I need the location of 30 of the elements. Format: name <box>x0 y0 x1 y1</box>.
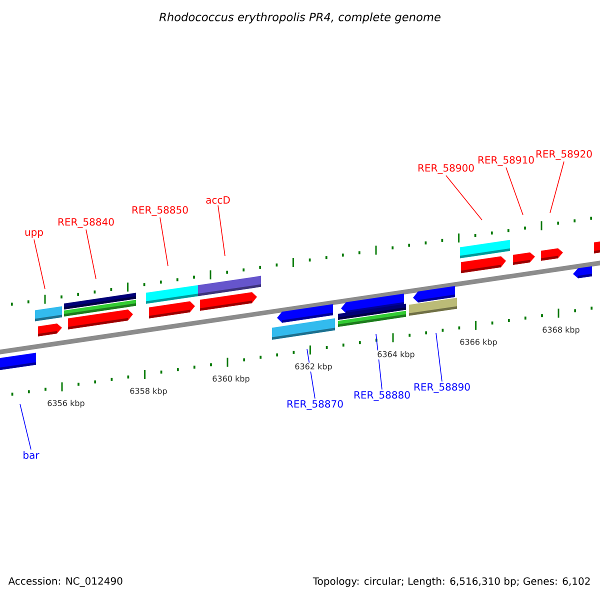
gene-label: accD <box>206 196 230 204</box>
gene-label: RER_58850 <box>132 206 188 216</box>
scale-label: 6358 kbp <box>128 387 168 396</box>
gene-label: RER_58920 <box>536 150 592 160</box>
scale-label: 6366 kbp <box>459 338 498 348</box>
leader-line <box>160 217 168 266</box>
scale-label: 6360 kbp <box>211 374 251 384</box>
gene-label: RER_58880 <box>354 391 410 401</box>
leader-line <box>86 229 96 280</box>
leader-line <box>436 332 442 382</box>
leader-line <box>506 167 524 216</box>
gene-label: RER_58840 <box>58 218 114 228</box>
scale-label: 6362 kbp <box>294 362 334 372</box>
genome-info-text: Topology: circular; Length: 6,516,310 bp; Genes: 6,102 <box>312 577 590 587</box>
scale-label: 6368 kbp <box>542 326 581 335</box>
accession-text: Accession: NC_012490 <box>8 577 122 587</box>
gene-label: bar <box>24 451 40 459</box>
leader-line <box>446 175 482 220</box>
gene-label: RER_58900 <box>418 164 474 174</box>
leader-line <box>20 404 32 450</box>
gene-label: RER_58870 <box>287 400 343 410</box>
gene-label: RER_58910 <box>478 156 534 166</box>
scale-label: 6356 kbp <box>46 399 86 408</box>
gene-label: RER_58890 <box>414 383 470 393</box>
leader-line <box>218 204 226 256</box>
leader-line <box>550 161 564 214</box>
gene-label: upp <box>25 230 43 238</box>
title: Rhodococcus erythropolis PR4, complete genome <box>159 12 440 24</box>
scale-label: 6364 kbp <box>376 350 416 360</box>
leader-line <box>34 239 46 290</box>
